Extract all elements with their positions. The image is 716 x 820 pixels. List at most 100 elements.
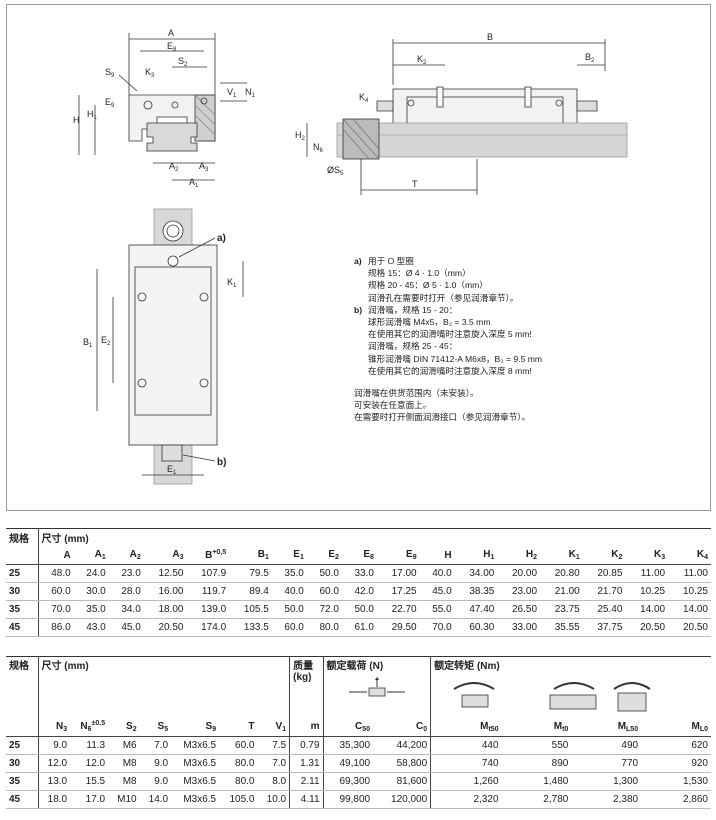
table-cell: M6 <box>108 735 140 755</box>
table-cell: 18.0 <box>38 790 71 809</box>
table2-col-header: V1 <box>257 718 290 737</box>
table2-col-header: S2 <box>108 718 140 737</box>
table-cell: 40.0 <box>271 582 307 601</box>
row-size: 35 <box>6 600 39 619</box>
table-cell: M3x6.5 <box>171 790 220 809</box>
table-cell: 80.0 <box>306 618 342 637</box>
table-cell: 174.0 <box>186 618 230 637</box>
table-cell: 9.0 <box>38 735 71 755</box>
table1-col-header: K3 <box>625 546 669 565</box>
table-cell: 2,780 <box>501 790 572 809</box>
table-cell: 50.0 <box>341 600 377 619</box>
label-E2: E2 <box>101 335 111 347</box>
table-cell: 34.00 <box>454 564 498 583</box>
table1-col-header: B1 <box>229 546 272 565</box>
side-view: B K2 B2 K4 H2 N6 ØS5 <box>295 32 628 195</box>
table-cell: 80.0 <box>219 772 258 791</box>
label-B: B <box>487 32 493 42</box>
note-b-line4: 润滑嘴，规格 25 - 45： <box>368 341 458 352</box>
table-cell: M3x6.5 <box>171 772 220 791</box>
table2-col-header: T <box>219 718 258 737</box>
table-cell: 55.0 <box>419 600 455 619</box>
table-cell: 40.0 <box>419 564 455 583</box>
table-cell: 79.5 <box>229 564 272 583</box>
table-cell: 60.0 <box>219 735 258 755</box>
table-cell: 20.50 <box>625 618 669 637</box>
table-cell: 620 <box>641 735 711 755</box>
table-cell: 15.5 <box>70 772 109 791</box>
table-cell: 26.50 <box>497 600 541 619</box>
table-cell: 80.0 <box>219 754 258 773</box>
t1-dims-header: 尺寸 (mm) <box>41 534 89 546</box>
table2-col-header: ML50 <box>571 718 642 737</box>
table-cell: 2,860 <box>641 790 711 809</box>
note-b-line3: 在使用其它的润滑嘴时注意旋入深度 5 mm! <box>368 329 532 340</box>
table1-col-header: K2 <box>582 546 626 565</box>
table-cell: 99,800 <box>322 790 374 809</box>
table2-col-header: ML0 <box>641 718 711 737</box>
table-cell: 38.35 <box>454 582 498 601</box>
table-cell: 86.0 <box>38 618 74 637</box>
table-cell: 48.0 <box>38 564 74 583</box>
table-cell: 7.0 <box>139 735 172 755</box>
row-size: 35 <box>6 772 39 791</box>
table-cell: 10.25 <box>625 582 669 601</box>
table-cell: 28.0 <box>108 582 144 601</box>
table-cell: 490 <box>571 735 642 755</box>
table-cell: 34.0 <box>108 600 144 619</box>
label-B1: B1 <box>83 337 93 349</box>
table-cell: 9.0 <box>139 772 172 791</box>
label-A2: A2 <box>169 161 179 173</box>
table-cell: 60.0 <box>271 618 307 637</box>
note-a-key: a) <box>354 256 362 266</box>
note-a-line3: 规格 20 - 45：Ø 5 · 1.0（mm） <box>368 280 488 291</box>
table-cell: 120,000 <box>373 790 431 809</box>
table2-col-header: m <box>289 718 324 737</box>
table-cell: 69,300 <box>322 772 374 791</box>
table-cell: 10.0 <box>257 790 290 809</box>
table-cell: 72.0 <box>306 600 342 619</box>
t2-mass-header: 质量(kg) <box>289 656 324 718</box>
label-N6: N6 <box>313 142 324 154</box>
front-view: A E8 S2 S9 K3 V1 N1 <box>73 28 256 189</box>
table-cell: 920 <box>641 754 711 773</box>
note-b-line2: 球形润滑嘴 M4x5，B₂ = 3.5 mm <box>368 317 491 328</box>
row-size: 30 <box>6 582 39 601</box>
label-S2: S2 <box>178 56 188 68</box>
note-a-line2: 规格 15：Ø 4 · 1.0（mm） <box>368 268 471 279</box>
table-cell: 8.0 <box>257 772 290 791</box>
technical-drawing: A E8 S2 S9 K3 V1 N1 <box>6 4 711 511</box>
table1-col-header: A3 <box>143 546 187 565</box>
table-cell: 45.0 <box>108 618 144 637</box>
table-cell: 58,800 <box>373 754 431 773</box>
table-cell: 139.0 <box>186 600 230 619</box>
label-T: T <box>412 179 418 189</box>
table-cell: M3x6.5 <box>171 754 220 773</box>
table1-col-header: E1 <box>271 546 307 565</box>
table2-col-header: N3 <box>38 718 71 737</box>
table-cell: 24.0 <box>73 564 109 583</box>
table-cell: 25.40 <box>582 600 626 619</box>
table-cell: 1.31 <box>289 754 324 773</box>
note-a-line4: 润滑孔在需要时打开（参见润滑章节）。 <box>368 292 519 303</box>
table2-col-header: C50 <box>322 718 374 737</box>
table-cell: 60.0 <box>38 582 74 601</box>
table-cell: 440 <box>430 735 502 755</box>
table2-col-header: Mt0 <box>501 718 572 737</box>
t2-load-header: 额定载荷 (N) <box>322 656 431 718</box>
label-N1: N1 <box>245 87 256 99</box>
table-cell: 11.00 <box>625 564 669 583</box>
label-K2: K2 <box>417 54 427 66</box>
table-cell: 1,530 <box>641 772 711 791</box>
table1-col-header: H <box>419 546 455 565</box>
table1-col-header: E2 <box>306 546 342 565</box>
table-cell: 105.0 <box>219 790 258 809</box>
table-cell: M10 <box>108 790 140 809</box>
label-A: A <box>168 28 174 38</box>
table-cell: 50.0 <box>271 600 307 619</box>
table-cell: 60.0 <box>306 582 342 601</box>
